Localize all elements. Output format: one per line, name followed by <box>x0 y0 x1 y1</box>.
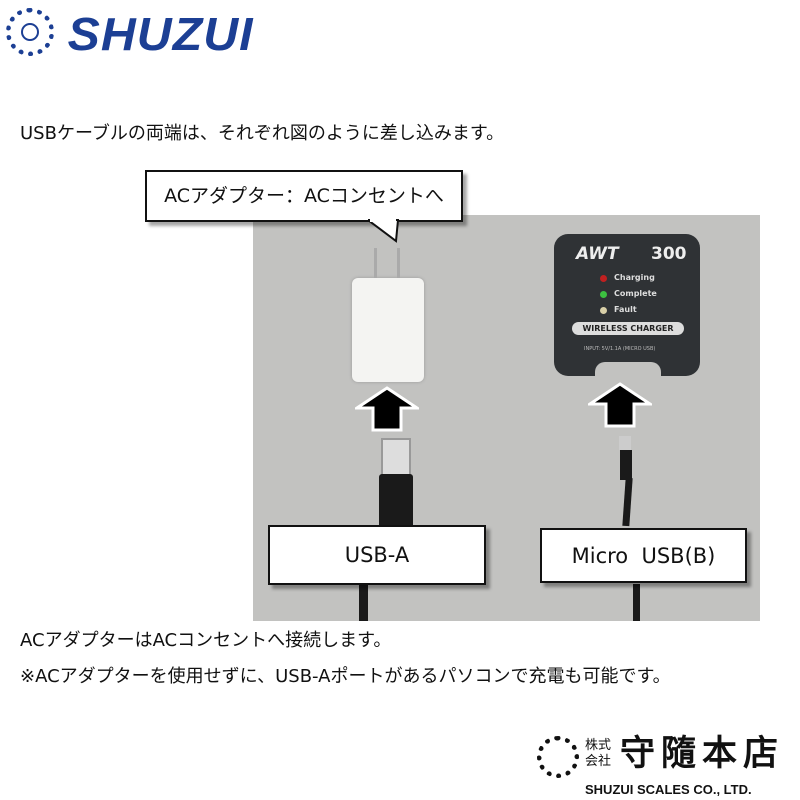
ac-adapter-image <box>352 278 424 382</box>
charger-badge: WIRELESS CHARGER <box>572 322 684 335</box>
brand-logo-icon <box>6 8 54 56</box>
company-name-jp: 守隨本店 <box>620 733 785 774</box>
cable <box>633 584 640 621</box>
charging-led-icon <box>600 275 607 282</box>
usb-a-label: USB-A <box>268 525 486 585</box>
micro-usb-label: Micro USB(B) <box>540 528 747 583</box>
led-label: Fault <box>614 305 637 314</box>
brand-logo-text: SHUZUI <box>67 8 254 60</box>
micro-usb-connector <box>619 436 631 450</box>
company-name-en: SHUZUI SCALES CO., LTD. <box>585 782 752 797</box>
usb-a-connector <box>381 438 411 476</box>
usb-a-cable <box>379 474 413 534</box>
led-label: Complete <box>614 289 657 298</box>
up-arrow-icon <box>588 382 652 428</box>
callout-tail <box>368 219 400 243</box>
note-text: ※ACアダプターを使用せずに、USB-Aポートがあるパソコンで充電も可能です。 <box>20 666 671 687</box>
charger-model: AWT <box>576 244 619 264</box>
cable <box>359 585 368 621</box>
adapter-prong <box>374 248 377 278</box>
company-name-small: 株式会社 <box>585 738 612 769</box>
adapter-prong <box>397 248 400 278</box>
led-label: Charging <box>614 273 655 282</box>
charger-number: 300 <box>651 244 687 264</box>
fault-led-icon <box>600 307 607 314</box>
company-logo-icon <box>537 736 579 778</box>
intro-text: USBケーブルの両端は、それぞれ図のように差し込みます。 <box>20 123 505 144</box>
charger-notch <box>595 362 661 378</box>
charger-input-text: INPUT: 5V/1.1A (MICRO USB) <box>584 346 656 352</box>
complete-led-icon <box>600 291 607 298</box>
micro-usb-plug <box>620 450 632 480</box>
wireless-charger-image: AWT 300 Charging Complete Fault WIRELESS… <box>554 234 700 376</box>
ac-adapter-callout: ACアダプター：ACコンセントへ <box>145 170 463 222</box>
note-text: ACアダプターはACコンセントへ接続します。 <box>20 630 392 651</box>
up-arrow-icon <box>355 386 419 432</box>
